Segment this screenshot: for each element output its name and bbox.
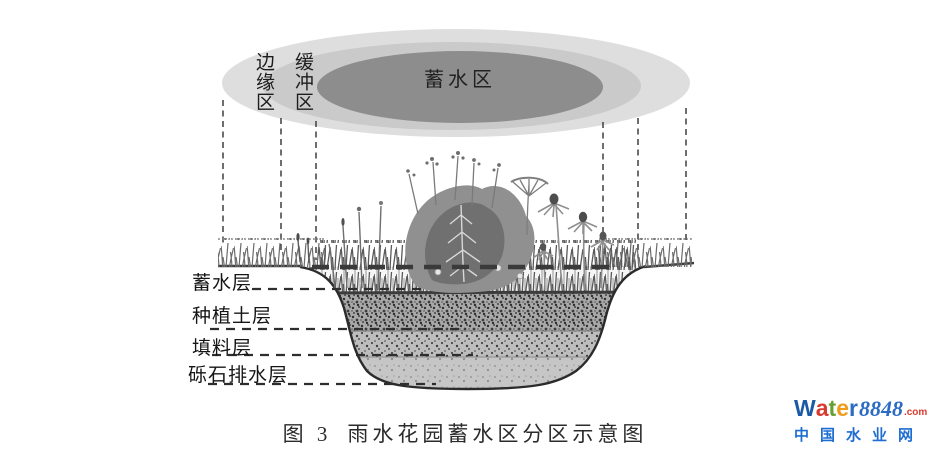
figure-title: 雨水花园蓄水区分区示意图	[347, 422, 648, 446]
logo-letter: W	[794, 395, 816, 421]
layer-label-gravel-drainage: 砾石排水层	[188, 365, 289, 386]
logo-letter: t	[828, 395, 837, 421]
edge-zone-label: 边缘区	[253, 52, 274, 112]
layer-leader-lines	[208, 287, 473, 386]
vegetation-illustration	[218, 151, 692, 293]
layer-label-storage: 蓄水层	[192, 273, 253, 294]
logo-tld: .com	[903, 407, 928, 418]
storage-zone-ellipse	[317, 51, 603, 123]
layer-label-filler: 填料层	[192, 338, 253, 359]
logo-subtitle: 中国水业网	[794, 427, 925, 444]
logo-number: 8848	[858, 396, 903, 421]
bowl-outline	[299, 264, 647, 391]
layer-label-planting-soil: 种植土层	[192, 306, 273, 327]
zone-ellipses	[222, 29, 690, 137]
logo-letter: a	[815, 395, 829, 421]
figure-number: 图 3	[282, 422, 332, 446]
storage-zone-label: 蓄水区	[424, 69, 496, 91]
figure-caption: 图 3 雨水花园蓄水区分区示意图	[0, 418, 930, 448]
logo-wordmark: W a t e r 8848 .com	[794, 397, 930, 420]
logo-letter: r	[848, 395, 858, 421]
buffer-zone-label: 缓冲区	[292, 52, 313, 112]
water8848-logo: W a t e r 8848 .com 中国水业网	[794, 397, 930, 445]
logo-letter: e	[836, 395, 849, 421]
rain-garden-cross-section-illustration	[208, 29, 695, 391]
